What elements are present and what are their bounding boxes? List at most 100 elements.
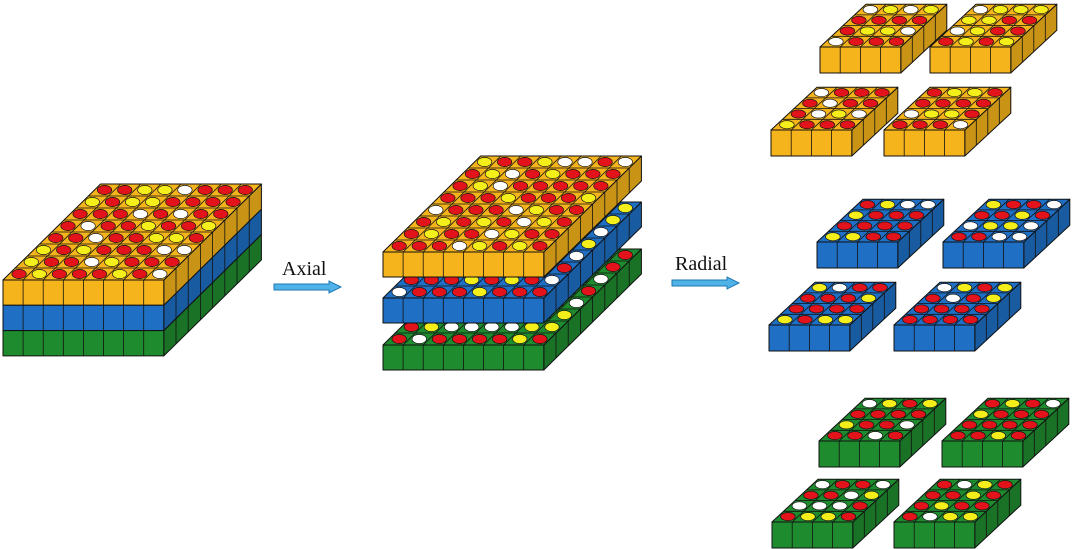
fuel-pin bbox=[431, 287, 447, 297]
fuel-pin bbox=[951, 232, 967, 242]
fuel-pin bbox=[974, 210, 990, 220]
fuel-pin bbox=[810, 109, 827, 119]
fuel-pin bbox=[852, 501, 868, 511]
fuel-pin bbox=[144, 257, 160, 267]
axial-split-layers bbox=[382, 155, 642, 371]
fuel-pin bbox=[1023, 221, 1039, 231]
axial-label: Axial bbox=[282, 258, 327, 280]
fuel-pin bbox=[922, 512, 938, 522]
fuel-pin bbox=[605, 262, 621, 272]
fuel-pin bbox=[998, 37, 1015, 47]
fuel-pin bbox=[879, 200, 896, 210]
fuel-pin bbox=[942, 512, 958, 522]
fuel-pin bbox=[217, 185, 233, 195]
fuel-pin bbox=[868, 210, 884, 220]
fuel-pin bbox=[577, 157, 593, 167]
fuel-pin bbox=[888, 210, 904, 220]
fuel-pin bbox=[848, 37, 864, 47]
fuel-pin bbox=[23, 257, 39, 267]
fuel-pin bbox=[962, 512, 979, 522]
fuel-pin bbox=[125, 197, 141, 207]
fuel-pin bbox=[856, 221, 873, 231]
fuel-pin bbox=[444, 322, 460, 332]
fuel-pin bbox=[892, 120, 908, 130]
fuel-pin bbox=[913, 304, 930, 314]
fuel-pin bbox=[923, 5, 939, 15]
fuel-pin bbox=[899, 420, 915, 430]
fuel-pin bbox=[508, 205, 524, 215]
fuel-pin bbox=[168, 233, 184, 243]
fuel-pin bbox=[452, 181, 468, 191]
fuel-pin bbox=[967, 88, 983, 98]
fuel-pin bbox=[944, 109, 960, 119]
fuel-pin bbox=[850, 409, 866, 419]
fuel-pin bbox=[865, 232, 881, 242]
fuel-pin bbox=[100, 221, 116, 231]
fuel-pin bbox=[605, 215, 621, 225]
fuel-pin bbox=[851, 109, 867, 119]
fuel-pin bbox=[987, 88, 1003, 98]
fuel-pin bbox=[855, 480, 871, 490]
fuel-pin bbox=[35, 245, 52, 255]
fuel-pin bbox=[788, 304, 805, 314]
fuel-pin bbox=[193, 209, 209, 219]
fuel-pin bbox=[859, 200, 876, 210]
fuel-pin bbox=[84, 197, 100, 207]
fuel-pin bbox=[923, 109, 940, 119]
fuel-pin bbox=[1014, 210, 1030, 220]
fuel-pin bbox=[814, 480, 831, 490]
fuel-pin bbox=[862, 5, 879, 15]
fuel-pin bbox=[492, 181, 508, 191]
fuel-pin bbox=[464, 229, 480, 239]
fuel-pin bbox=[858, 420, 875, 430]
fuel-pin bbox=[548, 205, 564, 215]
fuel-pin bbox=[524, 322, 540, 332]
fuel-pin bbox=[1001, 15, 1017, 25]
fuel-pin bbox=[827, 431, 843, 441]
radial-arrow bbox=[671, 276, 741, 290]
fuel-pin bbox=[961, 420, 978, 430]
fuel-pin bbox=[84, 257, 100, 267]
fuel-pin bbox=[822, 98, 838, 108]
fuel-pin bbox=[532, 181, 549, 191]
fuel-pin bbox=[51, 269, 67, 279]
fuel-pin bbox=[597, 157, 613, 167]
fuel-pin bbox=[568, 205, 585, 215]
fuel-pin bbox=[537, 157, 553, 167]
fuel-pin bbox=[540, 193, 557, 203]
fuel-pin bbox=[833, 88, 850, 98]
fuel-pin bbox=[802, 98, 818, 108]
fuel-pin bbox=[925, 293, 941, 303]
fuel-pin bbox=[556, 263, 572, 273]
fuel-pin bbox=[777, 315, 793, 325]
fuel-pin bbox=[863, 490, 880, 500]
fuel-pin bbox=[532, 287, 548, 297]
fuel-pin bbox=[820, 512, 836, 522]
fuel-pin bbox=[974, 304, 990, 314]
fuel-pin bbox=[104, 257, 120, 267]
fuel-pin bbox=[860, 293, 877, 303]
radial-group-green bbox=[771, 397, 1070, 549]
fuel-pin bbox=[568, 298, 585, 308]
fuel-pin bbox=[605, 169, 621, 179]
fuel-pin bbox=[411, 241, 427, 251]
fuel-pin bbox=[431, 241, 447, 251]
fuel-pin bbox=[922, 399, 938, 409]
fuel-pin bbox=[544, 229, 560, 239]
fuel-pin bbox=[1026, 200, 1042, 210]
fuel-pin bbox=[581, 286, 597, 296]
fuel-pin bbox=[464, 169, 480, 179]
fuel-pin bbox=[56, 245, 72, 255]
fuel-pin bbox=[532, 241, 548, 251]
fuel-pin bbox=[91, 269, 108, 279]
fuel-pin bbox=[96, 245, 112, 255]
fuel-pin bbox=[560, 193, 577, 203]
fuel-pin bbox=[516, 217, 532, 227]
fuel-pin bbox=[875, 480, 891, 490]
fuel-pin bbox=[859, 26, 876, 36]
fuel-pin bbox=[464, 322, 480, 332]
fuel-pin bbox=[888, 37, 905, 47]
fuel-pin bbox=[1005, 200, 1022, 210]
fuel-pin bbox=[938, 37, 954, 47]
fuel-pin bbox=[885, 232, 902, 242]
